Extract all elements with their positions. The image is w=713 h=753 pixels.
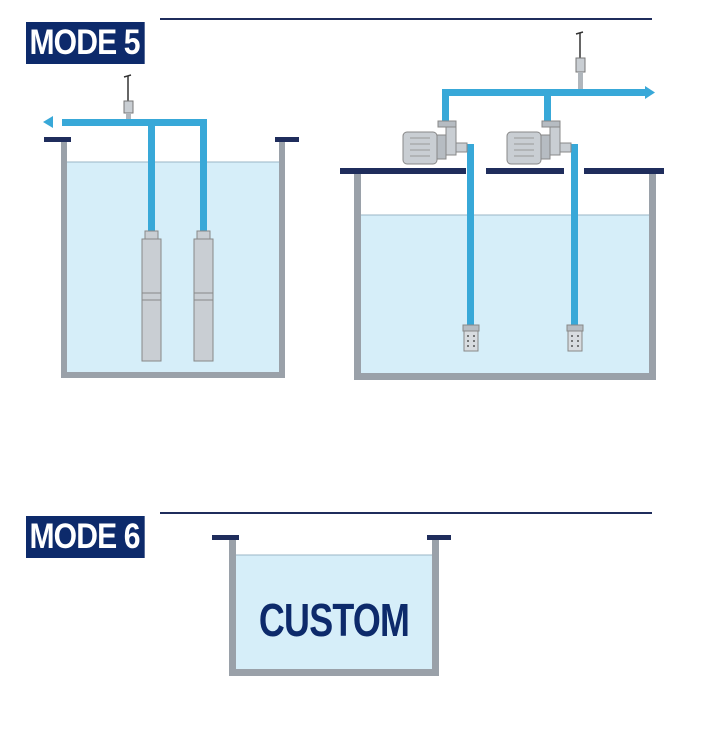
mode5-divider-line: [160, 18, 652, 20]
tank-lid-left: [340, 168, 466, 174]
submersible-pump-icon: [141, 230, 162, 362]
custom-tank: [212, 535, 451, 676]
tank-rim-left: [44, 137, 71, 142]
surface-pump-icon: [506, 120, 572, 165]
custom-mode-text: CUSTOM: [258, 594, 410, 646]
submersible-pipework: [43, 116, 207, 231]
tank-water: [236, 555, 432, 669]
tank-rim-right: [275, 137, 299, 142]
pressure-sensor-icon: [123, 74, 134, 119]
tank-water: [67, 162, 279, 372]
strainer-icon: [462, 324, 480, 352]
tank-lid-middle: [486, 168, 564, 174]
surface-tank: [340, 168, 664, 380]
tank-lid-right: [584, 168, 664, 174]
flow-arrow-icon: [43, 116, 53, 128]
submersible-pump-icon: [193, 230, 214, 362]
tank-rim-left: [212, 535, 239, 540]
strainer-icon: [566, 324, 584, 352]
flow-arrow-icon: [645, 86, 655, 99]
surface-pipework: [442, 86, 655, 326]
pressure-sensor-icon: [575, 31, 586, 89]
surface-pump-icon: [402, 120, 468, 165]
mode6-label: MODE 6: [26, 516, 145, 558]
mode6-divider-line: [160, 512, 652, 514]
tank-water: [361, 215, 649, 373]
submersible-tank: [44, 137, 299, 378]
tank-rim-right: [427, 535, 451, 540]
mode5-label: MODE 5: [26, 22, 145, 64]
